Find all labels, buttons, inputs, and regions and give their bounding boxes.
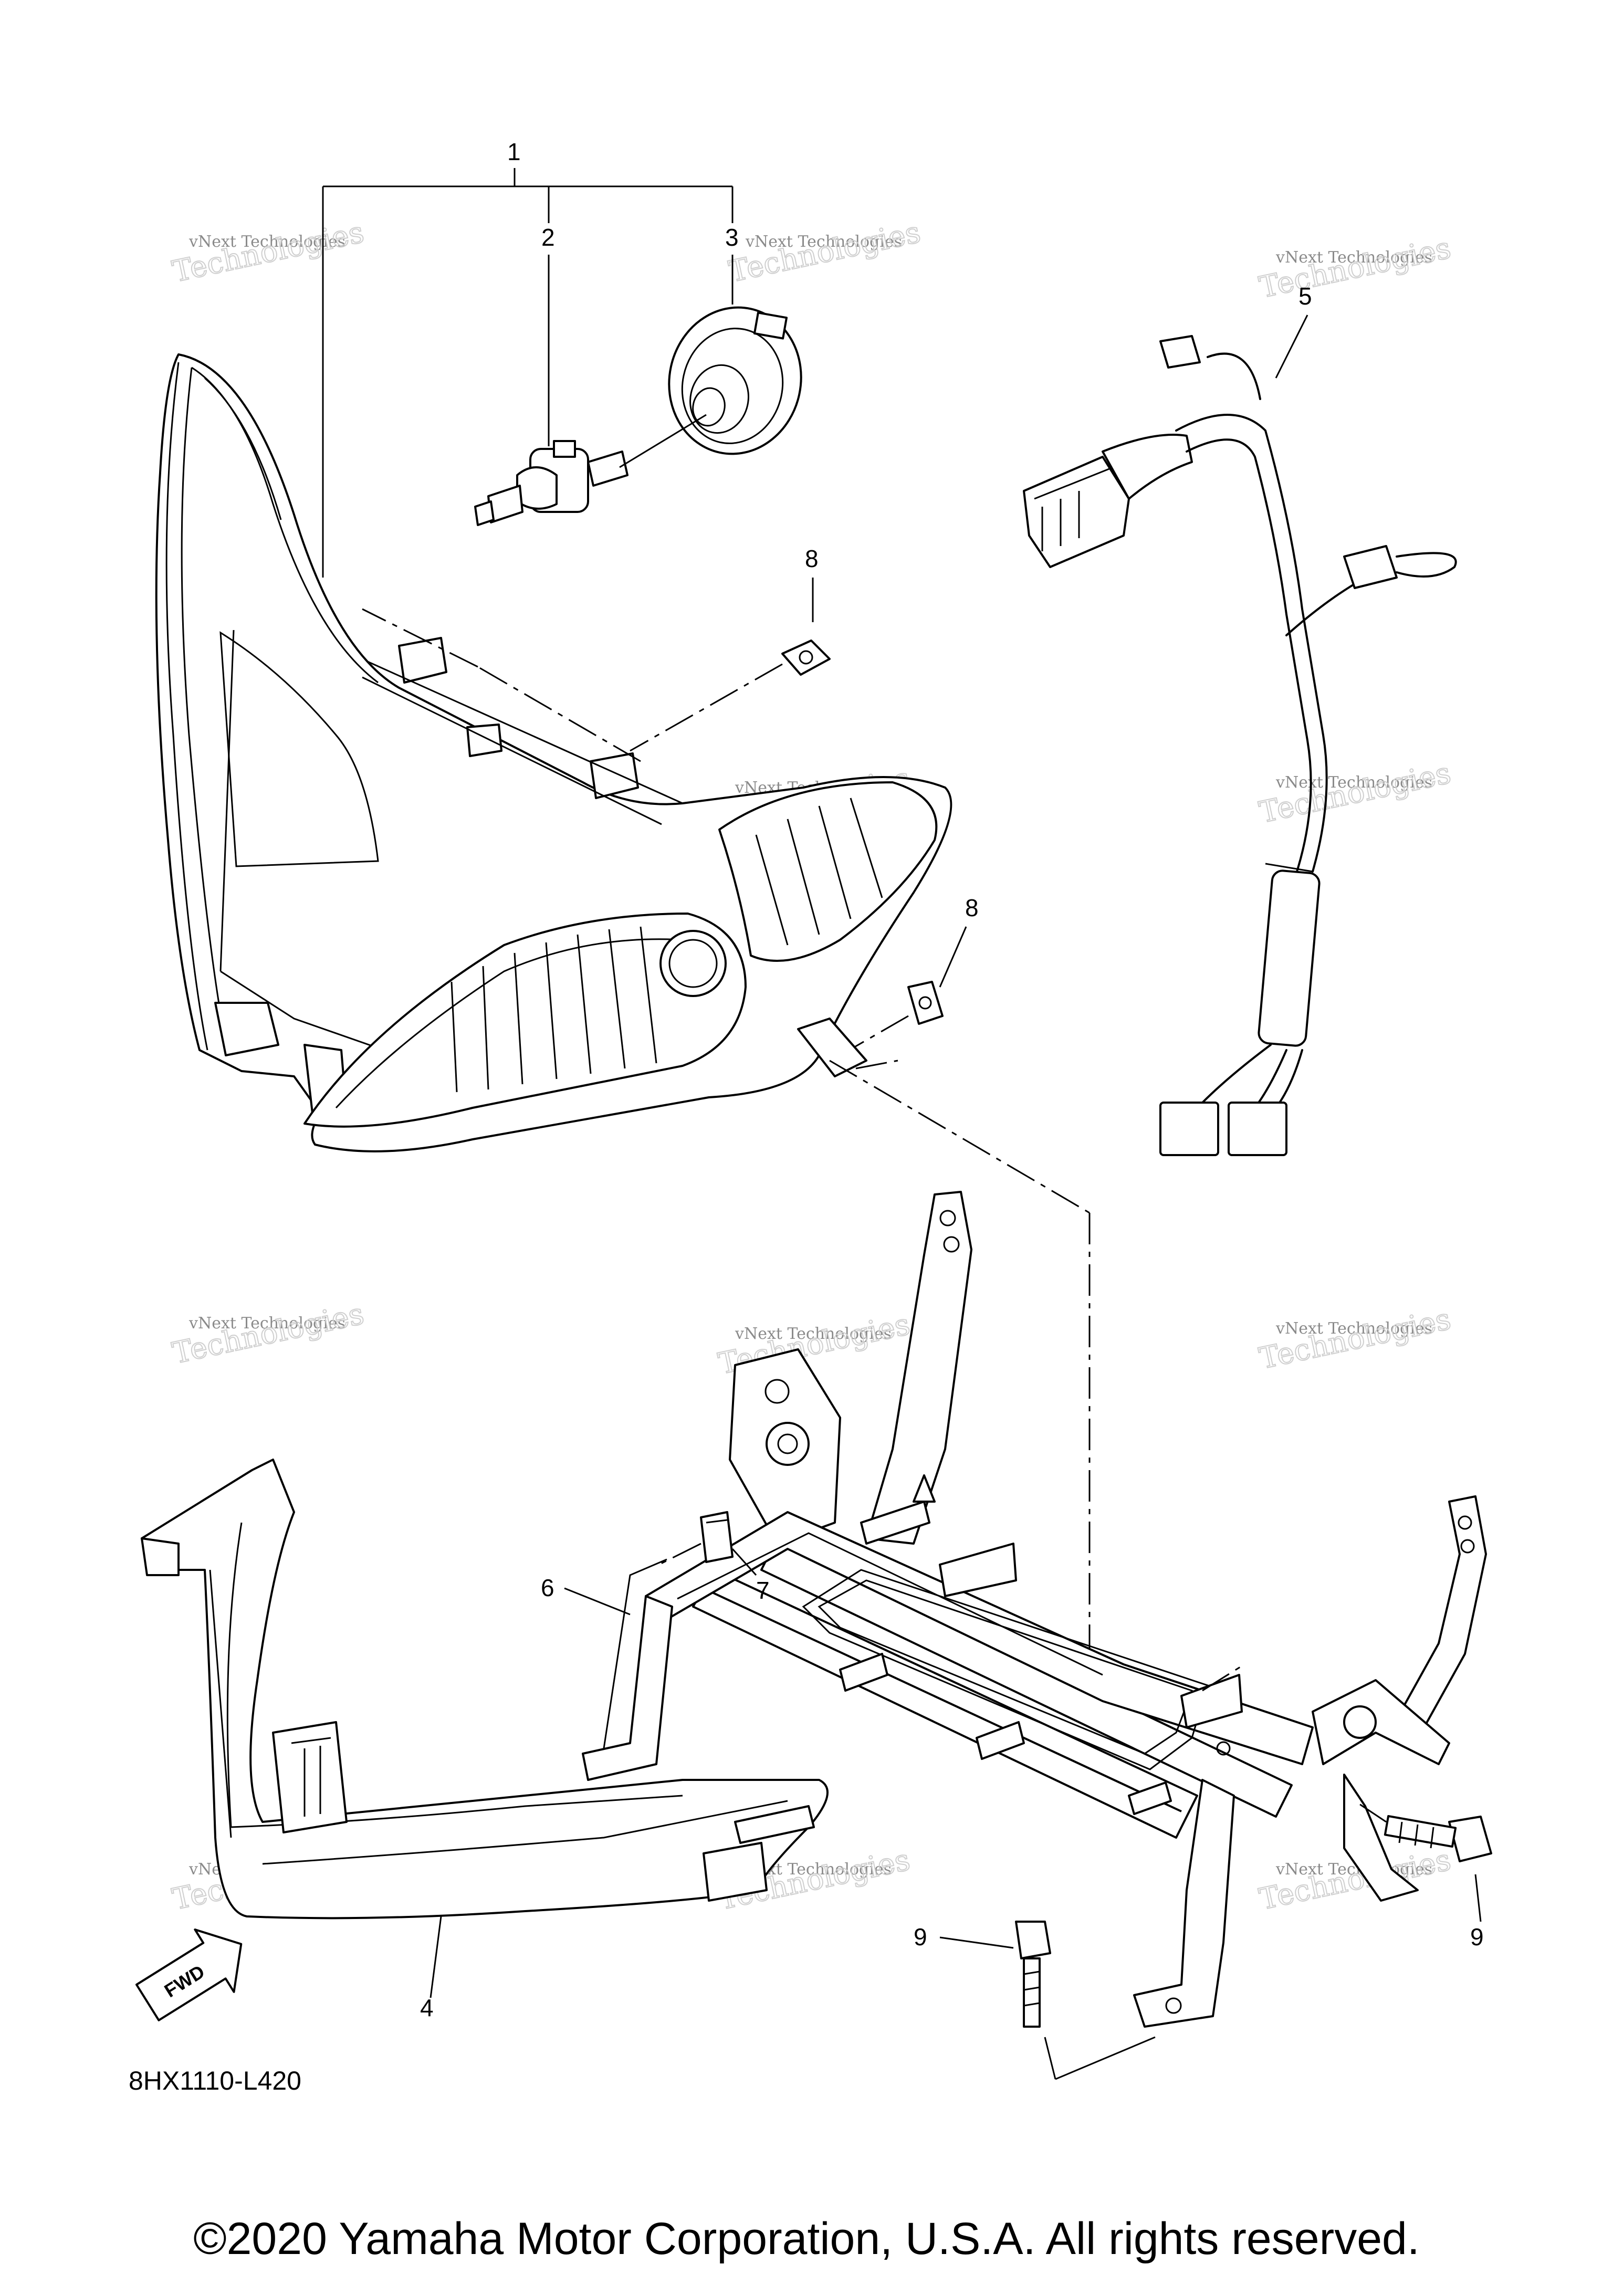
wiring-harness bbox=[1023, 335, 1457, 1156]
svg-text:Technologies: Technologies bbox=[1256, 1302, 1454, 1376]
headlight-cowling-stay bbox=[141, 1459, 829, 1920]
callout-6: 6 bbox=[541, 1574, 554, 1601]
callout-8b: 8 bbox=[965, 894, 979, 921]
svg-text:vNext Technologies: vNext Technologies bbox=[1275, 1319, 1432, 1338]
speed-nut-lower bbox=[907, 981, 944, 1025]
watermark: vNext Technologies Technologies bbox=[169, 1296, 368, 1371]
svg-text:Technologies: Technologies bbox=[170, 215, 367, 289]
callout-1: 1 bbox=[507, 138, 521, 165]
headlight-bracket bbox=[582, 1191, 1487, 2028]
svg-text:Technologies: Technologies bbox=[1256, 231, 1454, 305]
headlight-bulb bbox=[474, 414, 707, 526]
callout-4: 4 bbox=[420, 1994, 434, 2021]
callout-9a: 9 bbox=[914, 1923, 927, 1951]
callout-7: 7 bbox=[756, 1577, 770, 1604]
callout-8a: 8 bbox=[805, 545, 819, 572]
svg-text:vNext Technologies: vNext Technologies bbox=[188, 233, 345, 251]
svg-text:vNext Technologies: vNext Technologies bbox=[745, 233, 902, 251]
callout-9b: 9 bbox=[1470, 1923, 1484, 1951]
watermark: vNext Technologies Technologies bbox=[1256, 1302, 1454, 1377]
headlight-assembly bbox=[155, 353, 952, 1152]
bolt-left bbox=[1015, 1921, 1051, 2028]
speed-nut-upper bbox=[781, 639, 831, 676]
svg-text:Technologies: Technologies bbox=[170, 1297, 367, 1371]
watermark: vNext Technologies Technologies bbox=[1256, 756, 1454, 831]
fwd-arrow-icon: FWD bbox=[135, 1928, 243, 2021]
watermark: vNext Technologies Technologies bbox=[1256, 230, 1454, 306]
drawing-code: 8HX1110-L420 bbox=[129, 2066, 301, 2095]
svg-text:vNext Technologies: vNext Technologies bbox=[1275, 773, 1432, 792]
watermark: vNext Technologies Technologies bbox=[169, 215, 368, 290]
bolt-right bbox=[1384, 1815, 1492, 1862]
svg-text:Technologies: Technologies bbox=[1256, 756, 1454, 830]
watermark: vNext Technologies Technologies bbox=[726, 215, 924, 290]
bulb-socket-cover bbox=[668, 306, 802, 455]
svg-text:vNext Technologies: vNext Technologies bbox=[735, 1325, 892, 1343]
copyright-notice: ©2020 Yamaha Motor Corporation, U.S.A. A… bbox=[193, 2214, 1420, 2264]
damper bbox=[700, 1511, 734, 1563]
svg-text:vNext Technologies: vNext Technologies bbox=[1275, 248, 1432, 267]
callout-3: 3 bbox=[725, 224, 739, 251]
callout-5: 5 bbox=[1298, 282, 1312, 310]
callout-2: 2 bbox=[541, 224, 555, 251]
svg-text:vNext Technologies: vNext Technologies bbox=[188, 1314, 345, 1333]
callout-1-bracket bbox=[322, 168, 734, 578]
svg-text:Technologies: Technologies bbox=[726, 215, 924, 289]
